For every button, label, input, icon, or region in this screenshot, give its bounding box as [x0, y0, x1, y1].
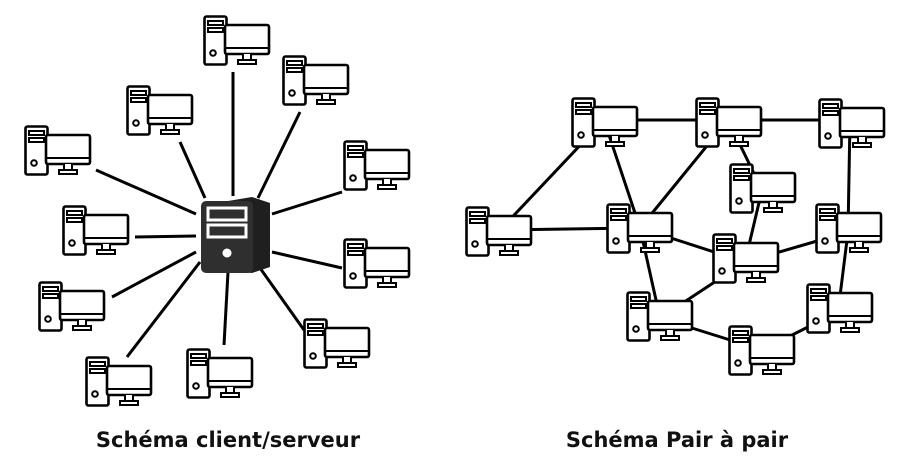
computer-icon-c-bottom-left — [85, 356, 153, 407]
client-server-links — [95, 72, 343, 358]
link-c-right-2 — [271, 250, 343, 270]
computer-icon-p5 — [465, 206, 533, 257]
computer-icon-c-left-2 — [62, 205, 130, 256]
link-c-left-2 — [134, 234, 197, 239]
computer-icon-p9 — [626, 291, 694, 342]
computer-icon-c-right-1 — [343, 140, 411, 191]
computer-icon-p11 — [728, 325, 796, 376]
computer-icon-c-top-left — [126, 85, 194, 136]
computer-icon-p7 — [712, 233, 780, 284]
computer-icon-p6 — [606, 203, 674, 254]
computer-icon-p1 — [571, 97, 639, 148]
computer-icon-p2 — [695, 97, 763, 148]
peer-to-peer-caption: Schéma Pair à pair — [565, 428, 789, 452]
client-server-caption: Schéma client/serveur — [95, 428, 361, 452]
computer-icon-c-top-right — [282, 55, 350, 106]
link-c-bottom — [222, 271, 230, 346]
computer-icon-c-top — [203, 15, 271, 66]
computer-icon-c-bottom — [186, 348, 254, 399]
computer-icon-p3 — [818, 98, 886, 149]
computer-icon-p10 — [806, 283, 874, 334]
computer-icon-p4 — [729, 163, 797, 214]
computer-icon-c-left-1 — [24, 125, 92, 176]
computer-icon-p8 — [815, 203, 883, 254]
server-tower-icon — [201, 197, 270, 273]
link-c-left-3 — [111, 250, 197, 299]
link-c-left-1 — [95, 168, 197, 216]
computer-icon-c-right-2 — [343, 238, 411, 289]
link-c-top-left — [178, 141, 207, 199]
computer-icons — [24, 15, 886, 407]
computer-icon-c-bottom-right — [303, 318, 371, 369]
link-c-bottom-left — [125, 261, 202, 358]
computer-icon-c-left-3 — [38, 281, 106, 332]
link-c-top-right — [256, 111, 302, 199]
link-c-bottom-right — [258, 267, 306, 331]
link-c-right-1 — [271, 190, 343, 216]
